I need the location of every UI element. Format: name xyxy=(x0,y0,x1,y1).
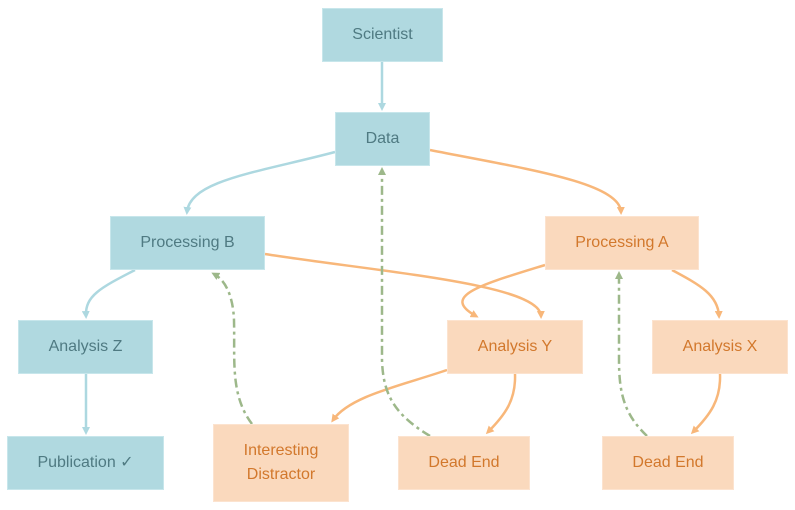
edge-interesting-distractor-to-processing-b xyxy=(211,272,253,425)
edge-dead-end-1-to-data xyxy=(378,167,431,438)
edge-processing-b-to-analysis-y xyxy=(264,252,545,319)
node-processing-b[interactable]: Processing B xyxy=(110,216,265,270)
node-data[interactable]: Data xyxy=(335,112,430,166)
edge-data-to-processing-a xyxy=(429,148,625,215)
edge-data-to-processing-b xyxy=(183,150,336,215)
edge-analysis-y-to-interesting-distractor xyxy=(331,368,448,423)
edge-processing-a-to-analysis-y xyxy=(461,263,546,318)
node-interesting-distractor[interactable]: Interesting Distractor xyxy=(213,424,349,502)
node-analysis-y[interactable]: Analysis Y xyxy=(447,320,583,374)
node-analysis-z[interactable]: Analysis Z xyxy=(18,320,153,374)
node-publication[interactable]: Publication ✓ xyxy=(7,436,164,490)
node-dead-end-2[interactable]: Dead End xyxy=(602,436,734,490)
edge-processing-b-to-analysis-z xyxy=(81,268,136,319)
node-dead-end-1[interactable]: Dead End xyxy=(398,436,530,490)
edge-analysis-x-to-dead-end-2 xyxy=(690,373,722,435)
edge-dead-end-2-to-processing-a xyxy=(615,271,648,437)
edge-processing-a-to-analysis-x xyxy=(671,268,723,319)
node-scientist[interactable]: Scientist xyxy=(322,8,443,62)
edge-analysis-y-to-dead-end-1 xyxy=(485,373,517,435)
node-analysis-x[interactable]: Analysis X xyxy=(652,320,788,374)
node-processing-a[interactable]: Processing A xyxy=(545,216,699,270)
